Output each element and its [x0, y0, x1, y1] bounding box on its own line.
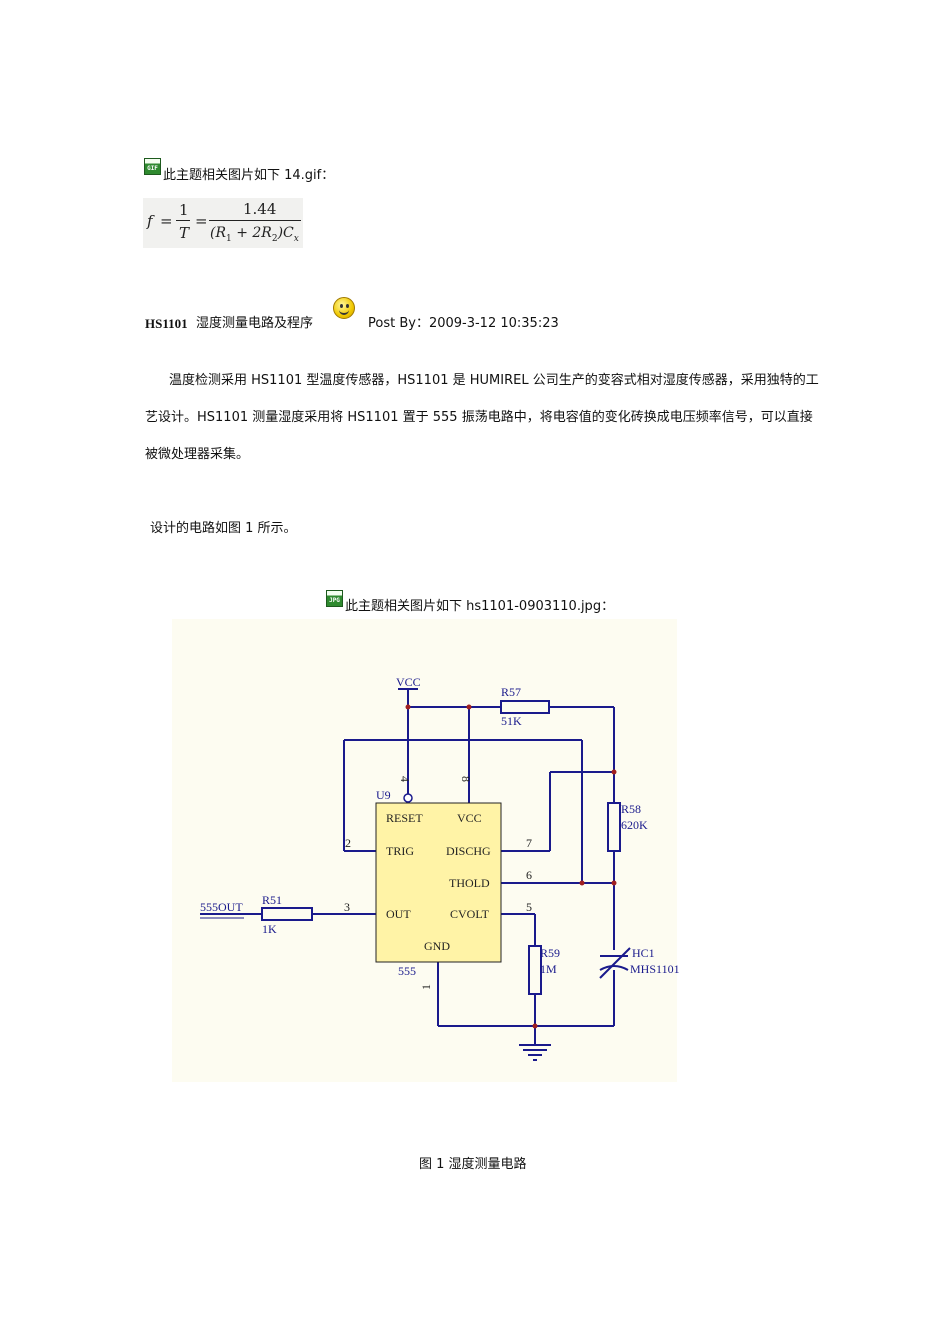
image-caption-2: 此主题相关图片如下 hs1101-0903110.jpg：	[345, 599, 615, 614]
post-title: 湿度测量电路及程序	[196, 316, 314, 331]
jpg-file-icon: JPG	[326, 590, 343, 607]
schematic-wires	[200, 688, 631, 1061]
image-caption-1: 此主题相关图片如下 14.gif：	[163, 168, 335, 183]
formula-eq-1: =	[160, 212, 173, 230]
pin-num-1: 1	[419, 984, 433, 990]
r51-body	[261, 907, 313, 921]
pin-vcc: VCC	[457, 811, 482, 825]
formula-one: 1	[179, 201, 189, 219]
post-meta: Post By：2009-3-12 10:35:23	[368, 316, 559, 331]
pin-num-8: 8	[459, 776, 473, 782]
gif-file-icon: GIF	[144, 158, 161, 175]
hc1-variable-arrow	[599, 947, 631, 979]
r58-name: R58	[621, 802, 641, 816]
formula-eq-2: =	[195, 212, 208, 230]
pin-num-4: 4	[398, 776, 412, 782]
formula-fraction-bar-1	[176, 220, 190, 221]
r57-name: R57	[501, 685, 521, 699]
figure-caption: 图 1 湿度测量电路	[419, 1157, 527, 1172]
pin-reset: RESET	[386, 811, 423, 825]
r57-body	[500, 700, 550, 714]
chip-type-label: 555	[398, 964, 416, 978]
formula-T: T	[179, 224, 190, 242]
hc1-plate-bottom	[599, 965, 629, 971]
r59-name: R59	[540, 946, 560, 960]
pin-num-3: 3	[344, 900, 350, 914]
r59-value: 1M	[540, 962, 557, 976]
smiley-icon	[333, 297, 355, 319]
pin-trig: TRIG	[386, 844, 414, 858]
vcc-label: VCC	[396, 675, 421, 689]
formula-fraction-bar-2	[209, 220, 301, 221]
reset-inverter-bubble	[403, 793, 413, 803]
pin-num-6: 6	[526, 868, 532, 882]
r51-name: R51	[262, 893, 282, 907]
r51-value: 1K	[262, 922, 277, 936]
pin-num-2: 2	[345, 836, 351, 850]
pin-gnd: GND	[424, 939, 450, 953]
paragraph-hs1101-intro: 温度检测采用 HS1101 型温度传感器，HS1101 是 HUMIREL 公司…	[145, 373, 819, 462]
post-title-bold: HS1101	[145, 316, 188, 331]
pin-out: OUT	[386, 907, 411, 921]
r59-body	[528, 945, 542, 995]
paragraph-circuit-ref: 设计的电路如图 1 所示。	[150, 521, 297, 536]
hc1-value: MHS1101	[630, 962, 680, 976]
pin-dischg: DISCHG	[446, 844, 491, 858]
pin-num-7: 7	[526, 836, 532, 850]
hc1-name: HC1	[632, 946, 655, 960]
pin-num-5: 5	[526, 900, 532, 914]
formula-f: f	[147, 212, 153, 230]
pin-thold: THOLD	[449, 876, 490, 890]
r58-body	[607, 802, 621, 852]
formula-denominator: (R1 + 2R2)Cx	[210, 225, 299, 244]
u9-label: U9	[376, 788, 391, 802]
formula-numerator: 1.44	[243, 200, 277, 218]
r58-value: 620K	[621, 818, 648, 832]
out-label: 555OUT	[200, 900, 243, 914]
junction-dots	[405, 704, 617, 1029]
frequency-formula-image: f = 1 T = 1.44 (R1 + 2R2)Cx	[143, 198, 303, 248]
r57-value: 51K	[501, 714, 522, 728]
pin-cvolt: CVOLT	[450, 907, 490, 921]
u9-555-chip	[375, 802, 502, 963]
